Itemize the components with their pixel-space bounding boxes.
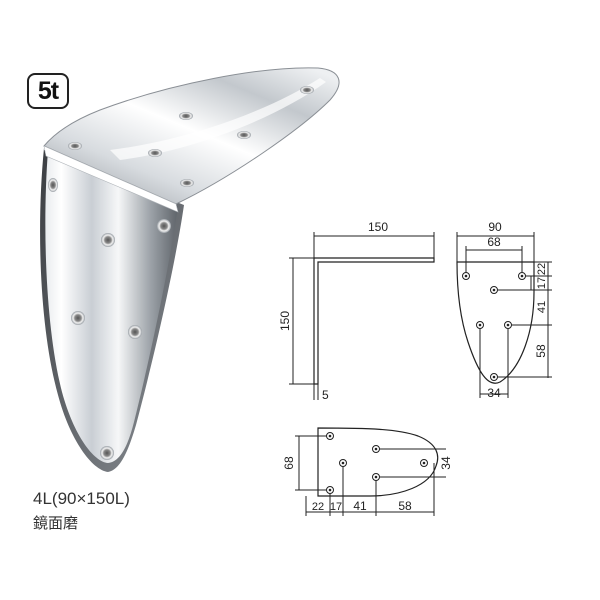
mount-hole	[68, 142, 82, 150]
mount-hole	[101, 233, 115, 247]
top-d3-label: 41	[353, 499, 367, 513]
model-label: 4L(90×150L)	[33, 489, 130, 508]
mount-hole	[100, 446, 114, 460]
mount-hole	[128, 325, 142, 339]
mount-hole	[237, 131, 251, 139]
finish-label: 鏡面磨	[33, 515, 79, 532]
horizontal-holes	[68, 86, 314, 187]
front-d3-label: 41	[536, 301, 548, 313]
front-d2-label: 17	[536, 277, 548, 289]
mount-hole	[300, 86, 314, 94]
bracket-photo	[40, 67, 340, 472]
front-tip-label: 34	[487, 386, 501, 400]
mount-hole	[179, 112, 193, 120]
bracket-vertical-face	[45, 150, 178, 463]
bracket-bend	[43, 145, 179, 213]
thickness-badge: 5t	[27, 73, 69, 109]
mount-hole	[180, 179, 194, 187]
top-tip-label: 34	[439, 456, 453, 470]
side-thickness-label: 5	[322, 388, 329, 402]
top-d1-label: 22	[312, 501, 324, 513]
front-d4-label: 58	[534, 344, 548, 358]
front-view-drawing	[456, 232, 552, 398]
top-view-drawing	[295, 427, 446, 516]
side-width-label: 150	[368, 220, 388, 234]
top-height-label: 68	[282, 456, 296, 470]
front-d1-label: 22	[536, 263, 548, 275]
side-view-drawing	[289, 232, 435, 400]
top-d2-label: 17	[330, 501, 342, 513]
mount-hole	[157, 219, 171, 233]
mount-hole	[71, 311, 85, 325]
side-height-label: 150	[278, 311, 292, 331]
front-width-label: 90	[488, 220, 502, 234]
top-d4-label: 58	[398, 499, 412, 513]
vertical-holes	[48, 178, 171, 460]
mount-hole	[48, 178, 58, 192]
mount-hole	[148, 149, 162, 157]
front-inner-width-label: 68	[487, 235, 501, 249]
